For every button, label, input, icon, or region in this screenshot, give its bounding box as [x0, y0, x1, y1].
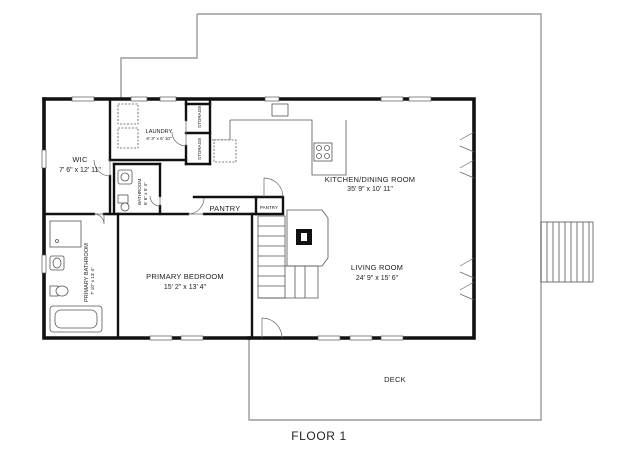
- fixtures: [49, 103, 347, 333]
- living-room-name: LIVING ROOM: [351, 263, 403, 272]
- exterior-walls: [42, 97, 476, 340]
- storage-1-name: STORAGE: [197, 106, 202, 128]
- floor-label: FLOOR 1: [291, 429, 347, 443]
- interior-walls: [42, 97, 285, 340]
- door-swings: [93, 120, 475, 339]
- bathroom-dims: 6' 6" x 5' 4": [143, 182, 148, 205]
- primary-bedroom-dims: 15' 2" x 13' 4": [164, 284, 207, 291]
- room-labels: WIC 7' 6" x 12' 11" LAUNDRY 8' 3" x 6' 1…: [59, 106, 415, 384]
- exterior-stairs: [540, 221, 594, 283]
- pantry-large-name: PANTRY: [210, 204, 241, 213]
- laundry-dims: 8' 3" x 6' 10": [146, 136, 172, 141]
- wic-dims: 7' 6" x 12' 11": [59, 167, 101, 174]
- windows: [41, 96, 432, 341]
- kitchen-dining-dims: 35' 9" x 10' 11": [347, 186, 393, 193]
- primary-bedroom-name: PRIMARY BEDROOM: [146, 272, 224, 281]
- pantry-small-name: PANTRY: [260, 205, 278, 210]
- bathroom-name: BATHROOM: [137, 179, 142, 205]
- primary-bathroom-dims: 7' 10" x 13' 4": [90, 267, 95, 295]
- storage-2-name: STORAGE: [197, 138, 202, 160]
- deck-outline: [120, 13, 542, 421]
- wic-name: WIC: [72, 155, 88, 164]
- interior-stairs: [257, 215, 319, 299]
- laundry-name: LAUNDRY: [146, 129, 173, 135]
- deck-name: DECK: [384, 375, 406, 384]
- living-room-dims: 24' 9" x 15' 6": [356, 275, 399, 282]
- primary-bathroom-name: PRIMARY BATHROOM: [84, 243, 90, 302]
- kitchen-dining-name: KITCHEN/DINING ROOM: [325, 175, 415, 184]
